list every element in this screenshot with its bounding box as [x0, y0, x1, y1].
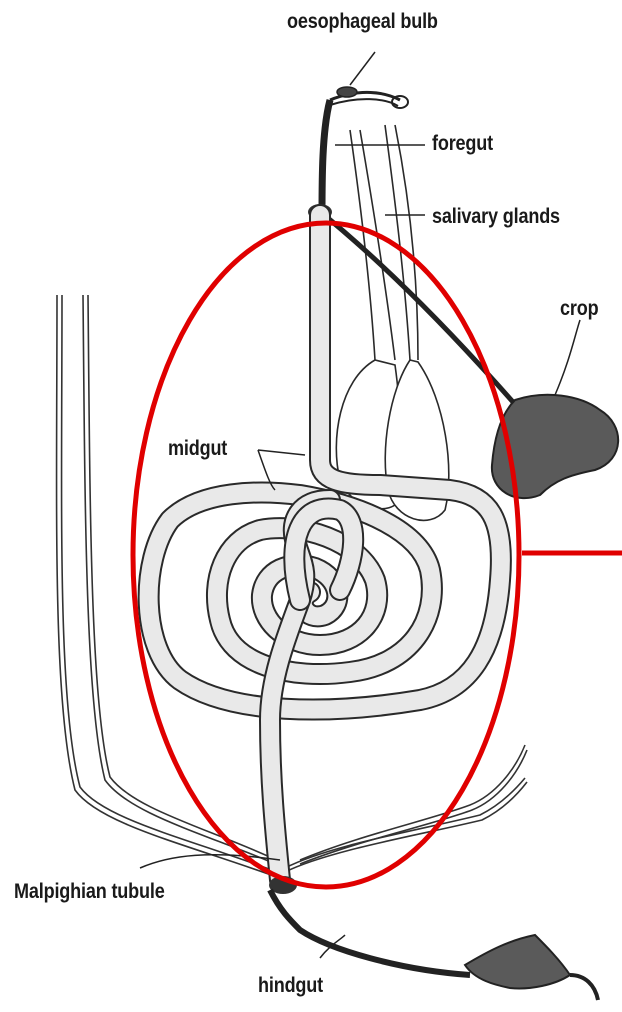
label-malpighian-tubule: Malpighian tubule [14, 880, 165, 904]
label-foregut: foregut [432, 132, 493, 156]
bulb-loop [392, 96, 408, 108]
label-salivary-glands: salivary glands [432, 205, 560, 229]
label-hindgut: hindgut [258, 974, 323, 998]
midgut-tube [149, 215, 501, 880]
label-midgut: midgut [168, 437, 227, 461]
label-oesophageal-bulb: oesophageal bulb [287, 10, 438, 34]
label-crop: crop [560, 297, 598, 321]
salivary-glands [336, 125, 448, 520]
oesophageal-bulb [337, 87, 357, 97]
